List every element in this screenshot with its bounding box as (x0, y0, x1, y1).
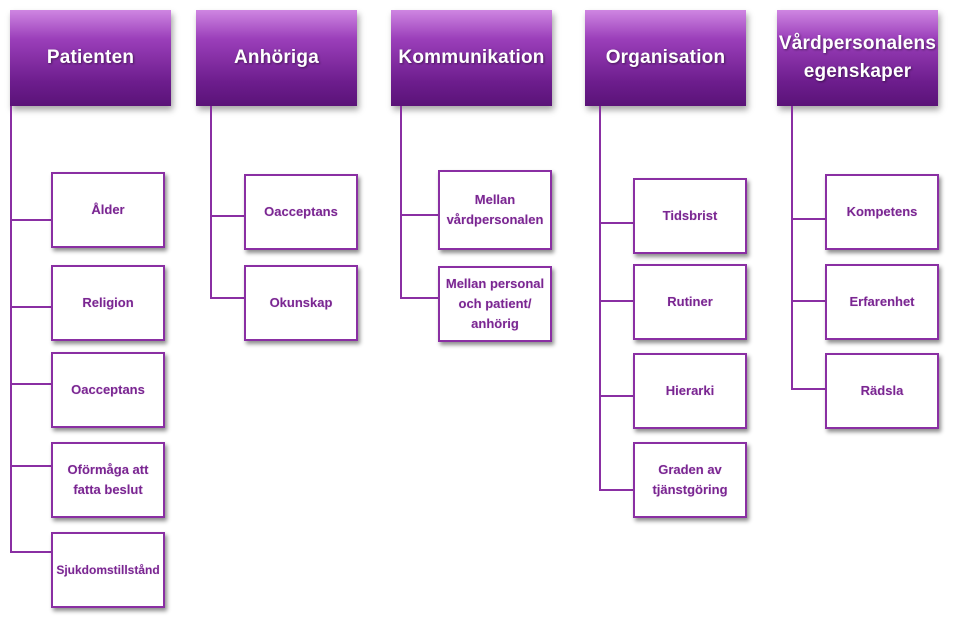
header-anhoriga: Anhöriga (196, 10, 357, 106)
connector-patienten-trunk (10, 106, 12, 552)
node-oacceptans-patient: Oacceptans (51, 352, 165, 428)
header-patienten: Patienten (10, 10, 171, 106)
connector-patienten-5 (10, 551, 52, 553)
connector-anhoriga-2 (210, 297, 245, 299)
node-oformaga: Oförmåga att fatta beslut (51, 442, 165, 518)
header-organisation: Organisation (585, 10, 746, 106)
header-kommunikation: Kommunikation (391, 10, 552, 106)
node-alder: Ålder (51, 172, 165, 248)
connector-organisation-3 (599, 395, 634, 397)
connector-patienten-2 (10, 306, 52, 308)
connector-organisation-4 (599, 489, 634, 491)
connector-kommunikation-trunk (400, 106, 402, 298)
node-graden-av-tjanstgoring: Graden av tjänstgöring (633, 442, 747, 518)
connector-patienten-3 (10, 383, 52, 385)
connector-anhoriga-trunk (210, 106, 212, 298)
connector-organisation-2 (599, 300, 634, 302)
node-sjukdomstillstand: Sjukdomstillstånd (51, 532, 165, 608)
connector-egenskaper-3 (791, 388, 826, 390)
node-radsla: Rädsla (825, 353, 939, 429)
header-vardpersonalens-egenskaper: Vårdpersonalens egenskaper (777, 10, 938, 106)
connector-egenskaper-trunk (791, 106, 793, 389)
node-oacceptans-anhoriga: Oacceptans (244, 174, 358, 250)
connector-anhoriga-1 (210, 215, 245, 217)
connector-egenskaper-2 (791, 300, 826, 302)
connector-organisation-trunk (599, 106, 601, 490)
node-rutiner: Rutiner (633, 264, 747, 340)
node-mellan-vardpersonalen: Mellan vårdpersonalen (438, 170, 552, 250)
connector-kommunikation-1 (400, 214, 440, 216)
node-religion: Religion (51, 265, 165, 341)
node-okunskap: Okunskap (244, 265, 358, 341)
connector-organisation-1 (599, 222, 634, 224)
node-hierarki: Hierarki (633, 353, 747, 429)
connector-patienten-4 (10, 465, 52, 467)
connector-kommunikation-2 (400, 297, 440, 299)
node-tidsbrist: Tidsbrist (633, 178, 747, 254)
connector-egenskaper-1 (791, 218, 826, 220)
node-kompetens: Kompetens (825, 174, 939, 250)
node-mellan-personal-patient: Mellan personal och patient/ anhörig (438, 266, 552, 342)
connector-patienten-1 (10, 219, 52, 221)
node-erfarenhet: Erfarenhet (825, 264, 939, 340)
